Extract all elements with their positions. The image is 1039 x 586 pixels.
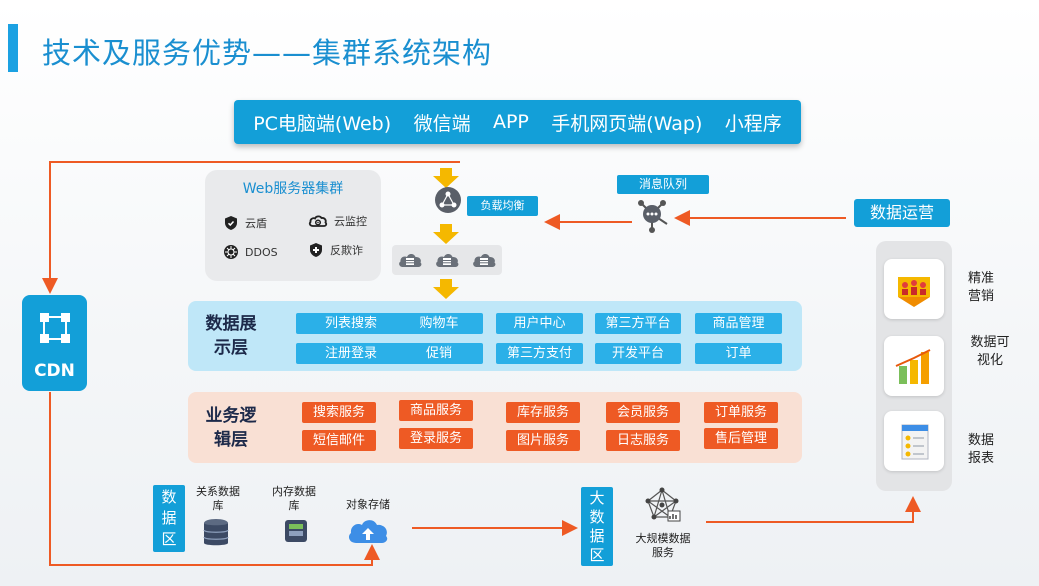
precision-marketing-label: 精准营销 [967, 271, 994, 304]
data-report-card [884, 411, 944, 471]
data-report-icon [901, 424, 929, 460]
security-item-label: 反欺诈 [330, 244, 363, 257]
client-wechat: 微信端 [413, 112, 471, 135]
shield-icon [225, 216, 237, 230]
client-mini-program: 小程序 [724, 112, 782, 135]
cdn-label: CDN [34, 361, 75, 381]
security-item-cloud-monitor: 云监控 [308, 213, 367, 229]
anti-fraud-icon [310, 243, 322, 257]
display-item: 用户中心 [496, 313, 583, 334]
relational-db-label: 关系数据库 [196, 485, 240, 512]
client-pc-web: PC电脑端(Web) [253, 112, 392, 135]
business-item: 库存服务 [506, 402, 580, 423]
big-data-zone-title: 大数据区 [589, 489, 605, 564]
data-visualization-icon [895, 349, 931, 384]
arrow-down-1 [433, 168, 459, 188]
cdn-icon [40, 313, 70, 343]
cdn-to-storage-line [49, 392, 380, 566]
security-item-label: 云盾 [245, 217, 267, 230]
business-item: 商品服务 [399, 400, 473, 421]
business-item: 图片服务 [506, 430, 580, 451]
relational-database-icon [203, 519, 229, 546]
arrow-down-2 [433, 224, 459, 244]
flow-arrows [433, 168, 459, 299]
cloud-server-icon [472, 254, 496, 267]
data-zone-title: 数据区 [161, 488, 177, 548]
big-data-service-label: 大规模数据服务 [635, 532, 691, 559]
business-item: 售后管理 [704, 428, 778, 449]
load-balance-label: 负载均衡 [467, 196, 538, 216]
object-storage-icon [348, 520, 388, 543]
load-balance-icon [435, 187, 461, 213]
data-report-label: 数据报表 [967, 433, 994, 466]
server-group [392, 245, 502, 275]
client-bar: PC电脑端(Web) 微信端 APP 手机网页端(Wap) 小程序 [234, 100, 801, 144]
data-visualization-label: 数据可视化 [970, 335, 1010, 368]
security-item-label: DDOS [245, 245, 278, 259]
display-item: 促销 [395, 343, 483, 364]
cdn-block: CDN [22, 295, 87, 391]
ddos-icon [224, 245, 238, 259]
display-item: 订单 [695, 343, 782, 364]
big-data-zone-label: 大数据区 [581, 487, 613, 566]
precision-marketing-card [884, 259, 944, 319]
display-item: 第三方支付 [496, 343, 583, 364]
business-item: 会员服务 [606, 402, 680, 423]
arrow-down-3 [433, 279, 459, 299]
security-item-cloud-shield: 云盾 [223, 215, 267, 231]
display-item: 第三方平台 [595, 313, 681, 334]
business-item: 日志服务 [606, 430, 680, 451]
page-title: 技术及服务优势——集群系统架构 [42, 36, 493, 70]
security-item-label: 云监控 [334, 215, 367, 228]
cloud-monitor-icon [308, 215, 328, 227]
client-app: APP [492, 111, 529, 133]
memory-db-label: 内存数据库 [272, 485, 316, 512]
business-item: 搜索服务 [302, 402, 376, 423]
display-item: 购物车 [395, 313, 483, 334]
client-wap: 手机网页端(Wap) [551, 112, 703, 135]
cloud-server-icon [436, 254, 459, 267]
object-storage-label: 对象存储 [346, 498, 390, 511]
business-item: 短信邮件 [302, 430, 376, 451]
data-visualization-card [884, 336, 944, 396]
data-operations-label: 数据运营 [854, 199, 950, 227]
web-cluster-title: Web服务器集群 [242, 181, 344, 197]
business-item: 登录服务 [399, 428, 473, 449]
top-to-cdn-line [42, 161, 460, 294]
business-logic-layer: 业务逻辑层 搜索服务 商品服务 库存服务 会员服务 订单服务 短信邮件 登录服务… [188, 392, 802, 463]
data-ops-panel [876, 241, 952, 491]
business-layer-title: 业务逻辑层 [205, 406, 257, 450]
display-item: 列表搜索 [296, 313, 406, 334]
memory-database-icon [285, 520, 307, 542]
message-queue-label: 消息队列 [617, 175, 709, 194]
display-layer-title: 数据展示层 [205, 314, 257, 358]
precision-marketing-icon [898, 277, 930, 307]
message-queue-icon [638, 200, 668, 233]
web-server-cluster: Web服务器集群 云盾 云监控 DDOS 反欺诈 [205, 170, 381, 281]
display-item: 注册登录 [296, 343, 406, 364]
security-item-anti-fraud: 反欺诈 [308, 242, 363, 258]
display-item: 开发平台 [595, 343, 681, 364]
display-layer: 数据展示层 列表搜索 购物车 用户中心 第三方平台 商品管理 注册登录 促销 第… [188, 301, 802, 371]
title-accent-bar [8, 24, 18, 72]
network-graph-icon [645, 487, 681, 522]
display-item: 商品管理 [695, 313, 782, 334]
business-item: 订单服务 [704, 402, 778, 423]
security-item-ddos: DDOS [223, 244, 278, 260]
bigdata-to-panel-line [706, 496, 921, 523]
data-zone-label: 数据区 [153, 485, 185, 552]
cloud-server-icon [399, 254, 422, 267]
